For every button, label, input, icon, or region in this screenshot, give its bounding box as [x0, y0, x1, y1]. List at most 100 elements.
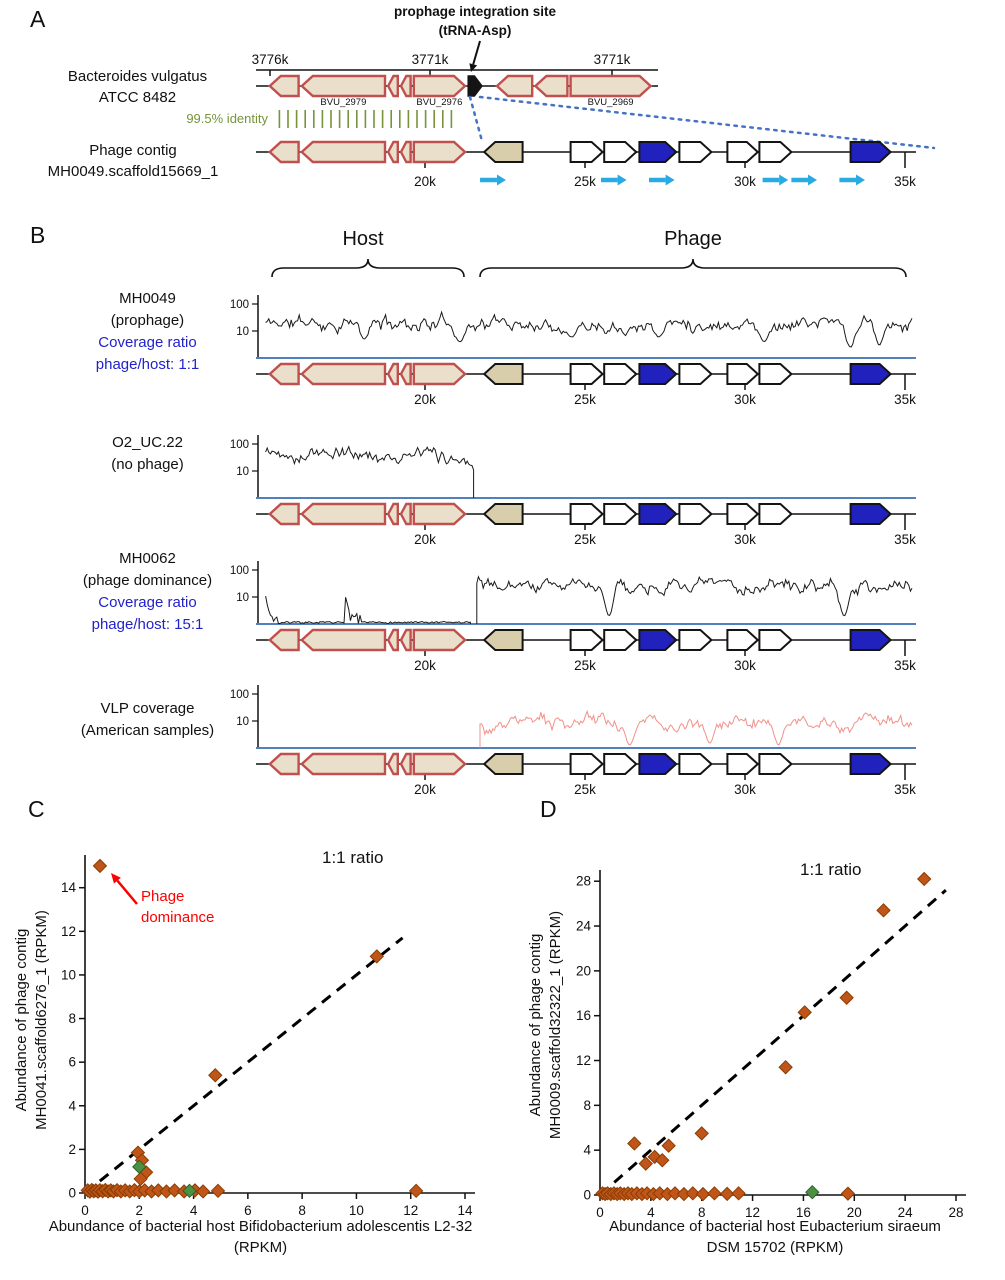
svg-text:35k: 35k	[894, 392, 916, 407]
svg-text:12: 12	[576, 1053, 591, 1068]
svg-text:24: 24	[576, 919, 592, 934]
svg-text:24: 24	[898, 1205, 914, 1220]
panel-d-label: D	[540, 796, 557, 822]
svg-text:30k: 30k	[734, 782, 756, 797]
svg-text:3771k: 3771k	[412, 52, 449, 67]
svg-text:0: 0	[81, 1203, 89, 1218]
track3-ratio-line1: Coverage ratio	[98, 594, 197, 611]
svg-text:8: 8	[68, 1011, 76, 1026]
svg-text:10: 10	[236, 592, 249, 604]
svg-text:16: 16	[796, 1205, 811, 1220]
panel-a-label: A	[30, 6, 46, 32]
svg-text:16: 16	[576, 1008, 591, 1023]
svg-text:10: 10	[236, 326, 249, 338]
host-bracket-label: Host	[342, 228, 384, 250]
identity-label: 99.5% identity	[186, 111, 268, 126]
svg-text:10: 10	[236, 716, 249, 728]
c-y-axis-label: Abundance of phage contig MH0041.scaffol…	[12, 850, 52, 1190]
c-x-axis-line2: (RPKM)	[233, 1239, 288, 1256]
host-organism-line1: Bacteroides vulgatus	[67, 68, 208, 85]
svg-text:30k: 30k	[734, 658, 756, 673]
svg-text:10: 10	[236, 466, 249, 478]
svg-text:6: 6	[244, 1203, 252, 1218]
svg-text:35k: 35k	[894, 658, 916, 673]
host-organism-line2: ATCC 8482	[98, 89, 177, 106]
svg-text:35k: 35k	[894, 174, 916, 189]
svg-text:10: 10	[349, 1203, 364, 1218]
svg-text:25k: 25k	[574, 392, 596, 407]
svg-text:BVU_2979: BVU_2979	[320, 97, 366, 108]
phage-dominance-line1: Phage	[141, 888, 185, 905]
panel-b-coverage	[271, 258, 907, 278]
host-organism-label: Bacteroides vulgatus ATCC 8482	[35, 66, 240, 108]
c-y-axis-line2: MH0041.scaffold6276_1 (RPKM)	[33, 910, 50, 1130]
svg-text:0: 0	[583, 1188, 591, 1203]
track4-name: VLP coverage	[100, 700, 195, 717]
track3-name: MH0062	[119, 550, 176, 567]
track4-sub: (American samples)	[80, 722, 215, 739]
svg-text:3771k: 3771k	[594, 52, 631, 67]
phage-dominance-line2: dominance	[141, 909, 215, 926]
svg-text:4: 4	[583, 1143, 591, 1158]
svg-text:100: 100	[230, 689, 249, 701]
svg-text:35k: 35k	[894, 782, 916, 797]
c-x-axis-label: Abundance of bacterial host Bifidobacter…	[28, 1216, 493, 1258]
track2-label: O2_UC.22 (no phage)	[40, 432, 255, 476]
svg-text:20k: 20k	[414, 658, 436, 673]
svg-text:25k: 25k	[574, 174, 596, 189]
track1-ratio-line1: Coverage ratio	[98, 334, 197, 351]
c-ratio-label: 1:1 ratio	[322, 848, 384, 867]
svg-text:25k: 25k	[574, 658, 596, 673]
track2-sub: (no phage)	[111, 456, 184, 473]
svg-text:25k: 25k	[574, 782, 596, 797]
svg-text:4: 4	[68, 1098, 76, 1113]
phage-contig-line2: MH0049.scaffold15669_1	[47, 163, 219, 180]
svg-text:25k: 25k	[574, 532, 596, 547]
svg-text:20: 20	[576, 963, 591, 978]
track1-name: MH0049	[119, 290, 176, 307]
svg-text:12: 12	[403, 1203, 418, 1218]
svg-text:0: 0	[596, 1205, 604, 1220]
svg-text:BVU_2976: BVU_2976	[416, 97, 462, 108]
svg-text:2: 2	[68, 1142, 76, 1157]
d-y-axis-line1: Abundance of phage contig	[527, 933, 544, 1117]
integration-site-annotation-line2: (tRNA-Asp)	[438, 23, 512, 38]
track4-label: VLP coverage (American samples)	[40, 698, 255, 742]
svg-text:20k: 20k	[414, 782, 436, 797]
svg-text:20k: 20k	[414, 392, 436, 407]
svg-text:12: 12	[61, 924, 76, 939]
svg-text:10: 10	[61, 967, 76, 982]
svg-text:30k: 30k	[734, 532, 756, 547]
svg-text:100: 100	[230, 299, 249, 311]
svg-text:30k: 30k	[734, 174, 756, 189]
svg-text:30k: 30k	[734, 392, 756, 407]
track3-label: MH0062 (phage dominance) Coverage ratio …	[40, 548, 255, 636]
svg-text:14: 14	[457, 1203, 473, 1218]
d-y-axis-label: Abundance of phage contig MH0009.scaffol…	[526, 855, 566, 1195]
track3-sub: (phage dominance)	[82, 572, 213, 589]
panel-b-label: B	[30, 222, 46, 248]
svg-text:14: 14	[61, 880, 77, 895]
svg-text:28: 28	[948, 1205, 963, 1220]
integration-site-annotation-line1: prophage integration site	[393, 4, 556, 19]
panel-c-label: C	[28, 796, 45, 822]
phage-contig-label: Phage contig MH0049.scaffold15669_1	[18, 140, 248, 182]
svg-text:2: 2	[136, 1203, 144, 1218]
phage-contig-line1: Phage contig	[89, 142, 177, 159]
svg-text:4: 4	[647, 1205, 655, 1220]
d-x-axis-label: Abundance of bacterial host Eubacterium …	[555, 1216, 995, 1258]
svg-text:8: 8	[698, 1205, 706, 1220]
svg-text:8: 8	[298, 1203, 306, 1218]
svg-text:28: 28	[576, 874, 591, 889]
svg-text:20: 20	[847, 1205, 862, 1220]
c-x-axis-line1: Abundance of bacterial host Bifidobacter…	[48, 1218, 473, 1235]
track1-ratio-line2: phage/host: 1:1	[95, 356, 200, 373]
svg-text:20k: 20k	[414, 174, 436, 189]
svg-text:BVU_2969: BVU_2969	[588, 97, 634, 108]
svg-text:100: 100	[230, 439, 249, 451]
svg-text:100: 100	[230, 565, 249, 577]
